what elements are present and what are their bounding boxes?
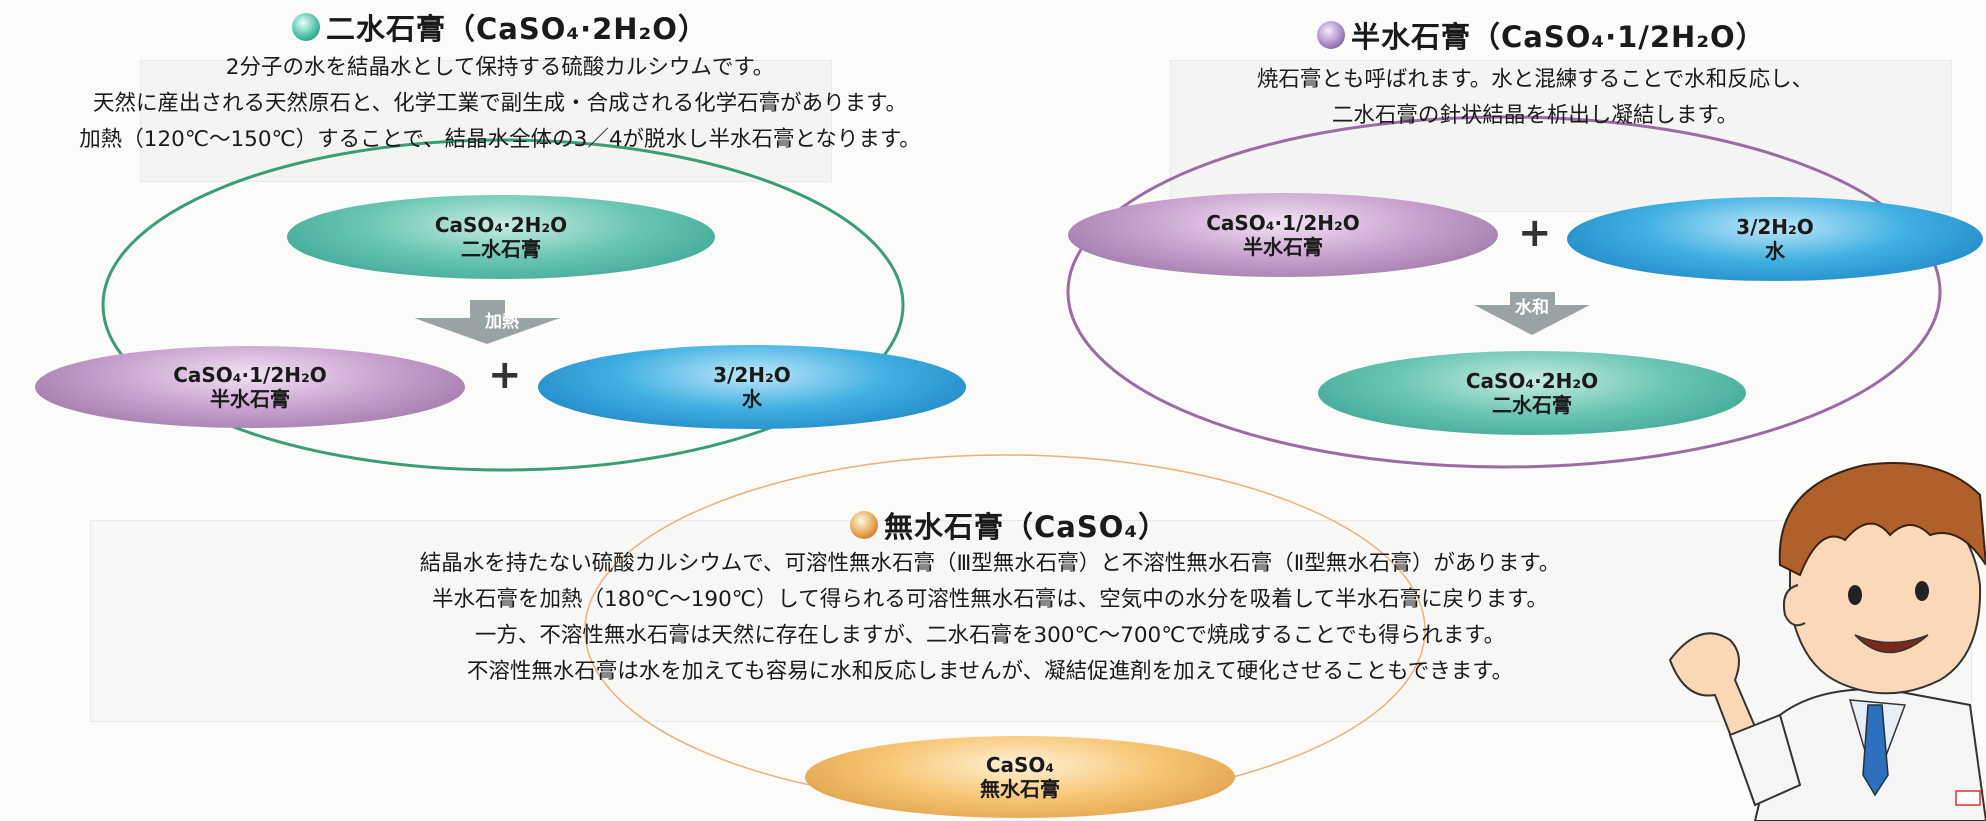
left-eye bbox=[1848, 585, 1862, 605]
hemihydrate-ring bbox=[1066, 115, 1942, 469]
hemihydrate-desc-line-1: 焼石膏とも呼ばれます。水と混練することで水和反応し、 bbox=[1256, 67, 1814, 92]
dihydrate-left-pill: CaSO₄·1/2H₂O 半水石膏 bbox=[35, 346, 465, 428]
raised-hand bbox=[1668, 632, 1767, 762]
necktie bbox=[1862, 704, 1889, 797]
hemihydrate-bullet-icon bbox=[1317, 21, 1345, 49]
panel-background-left bbox=[140, 60, 832, 182]
dihydrate-bullet-icon bbox=[292, 13, 320, 41]
dihydrate-desc-line-3: 加熱（120℃～150℃）することで、結晶水全体の3／4が脱水し半水石膏となりま… bbox=[79, 127, 921, 152]
dihydrate-right-pill: 3/2H₂O 水 bbox=[538, 345, 966, 429]
dihydrate-description: 2分子の水を結晶水として保持する硫酸カルシウムです。 天然に産出される天然原石と… bbox=[0, 50, 1000, 158]
hemihydrate-plus-sign: + bbox=[1518, 210, 1552, 256]
anhydrous-pill: CaSO₄ 無水石膏 bbox=[805, 736, 1235, 818]
panel-background-bottom bbox=[90, 520, 1972, 722]
hair bbox=[1778, 462, 1986, 577]
dihydrate-plus-sign: + bbox=[488, 352, 522, 398]
name-badge bbox=[1955, 790, 1981, 806]
scientist-mascot-illustration bbox=[1668, 462, 1986, 821]
dihydrate-top-pill: CaSO₄·2H₂O 二水石膏 bbox=[287, 195, 715, 279]
anhydrous-desc-line-2: 半水石膏を加熱（180℃～190℃）して得られる可溶性無水石膏は、空気中の水分を… bbox=[432, 587, 1548, 612]
smile bbox=[1854, 634, 1929, 654]
dihydrate-title: 二水石膏（CaSO₄·2H₂O） bbox=[292, 6, 708, 48]
hemihydrate-right-pill: 3/2H₂O 水 bbox=[1567, 197, 1983, 281]
hemihydrate-title: 半水石膏（CaSO₄·1/2H₂O） bbox=[1317, 14, 1766, 56]
anhydrous-bullet-icon bbox=[850, 511, 878, 539]
ear bbox=[1782, 584, 1806, 627]
heating-arrow bbox=[414, 300, 560, 344]
dihydrate-desc-line-2: 天然に産出される天然原石と、化学工業で副生成・合成される化学石膏があります。 bbox=[93, 91, 907, 116]
hemihydrate-bottom-pill: CaSO₄·2H₂O 二水石膏 bbox=[1318, 351, 1746, 435]
hydration-arrow bbox=[1474, 292, 1590, 335]
dihydrate-ring bbox=[101, 138, 905, 472]
hemihydrate-desc-line-2: 二水石膏の針状結晶を析出し凝結します。 bbox=[1331, 103, 1739, 128]
right-eye bbox=[1915, 581, 1929, 601]
hemihydrate-description: 焼石膏とも呼ばれます。水と混練することで水和反応し、 二水石膏の針状結晶を析出し… bbox=[1170, 62, 1900, 134]
heating-arrow-label: 加熱 bbox=[485, 312, 519, 332]
dihydrate-desc-line-1: 2分子の水を結晶水として保持する硫酸カルシウムです。 bbox=[225, 55, 775, 80]
hemihydrate-left-pill: CaSO₄·1/2H₂O 半水石膏 bbox=[1068, 193, 1498, 277]
hydration-arrow-label: 水和 bbox=[1515, 298, 1549, 318]
anhydrous-description: 結晶水を持たない硫酸カルシウムで、可溶性無水石膏（Ⅲ型無水石膏）と不溶性無水石膏… bbox=[260, 546, 1720, 690]
anhydrous-desc-line-3: 一方、不溶性無水石膏は天然に存在しますが、二水石膏を300℃～700℃で焼成する… bbox=[474, 623, 1506, 648]
anhydrous-desc-line-1: 結晶水を持たない硫酸カルシウムで、可溶性無水石膏（Ⅲ型無水石膏）と不溶性無水石膏… bbox=[419, 551, 1561, 576]
anhydrous-title: 無水石膏（CaSO₄） bbox=[850, 504, 1168, 546]
sleeve bbox=[1728, 713, 1802, 807]
anhydrous-desc-line-4: 不溶性無水石膏は水を加えても容易に水和反応しませんが、凝結促進剤を加えて硬化させ… bbox=[466, 659, 1514, 684]
